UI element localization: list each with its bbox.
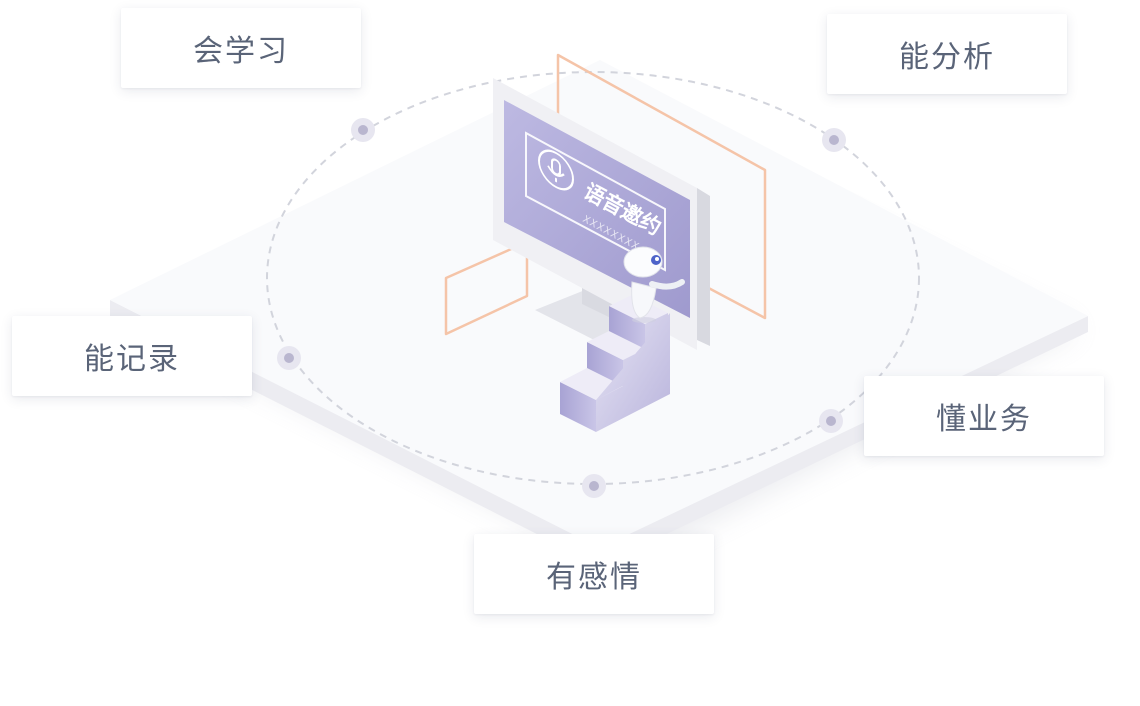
feature-card-learn: 会学习 <box>121 8 361 88</box>
feature-card-emotion: 有感情 <box>474 534 714 614</box>
feature-label-analyze: 能分析 <box>899 40 995 75</box>
feature-card-record: 能记录 <box>12 316 252 396</box>
feature-card-analyze: 能分析 <box>827 14 1067 94</box>
orbit-node-learn <box>351 118 375 142</box>
screen-inner-box <box>525 131 666 272</box>
feature-label-business: 懂业务 <box>936 402 1032 437</box>
orbit-node-analyze <box>822 128 846 152</box>
robot-figure <box>623 246 685 323</box>
feature-label-emotion: 有感情 <box>546 560 642 595</box>
feature-label-learn: 会学习 <box>193 34 289 69</box>
orbit-node-emotion <box>582 474 606 498</box>
monitor-side <box>697 188 710 346</box>
feature-label-record: 能记录 <box>84 342 180 377</box>
orange-left-frame <box>444 240 529 336</box>
orbit-node-record <box>277 346 301 370</box>
microphone-icon <box>538 149 574 191</box>
orbit-node-business <box>819 409 843 433</box>
feature-card-business: 懂业务 <box>864 376 1104 456</box>
